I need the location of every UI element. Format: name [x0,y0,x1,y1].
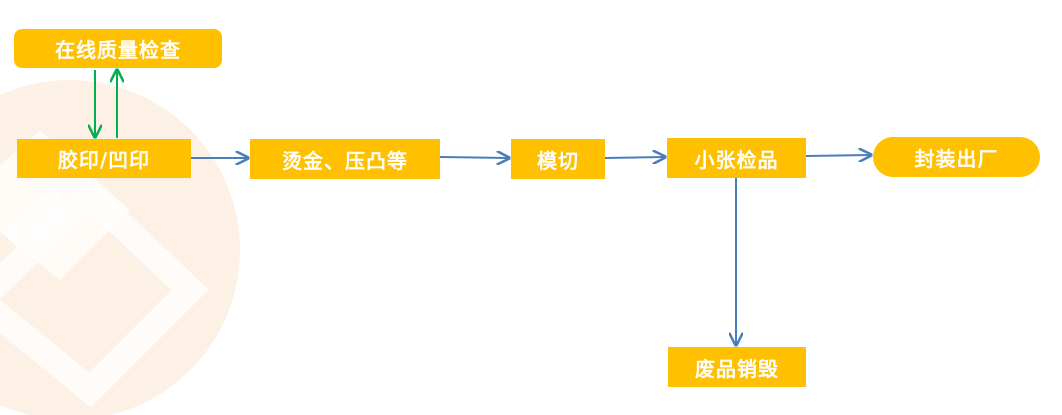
node-die-cut: 模切 [511,139,605,179]
node-online-inspection: 在线质量检查 [14,29,222,68]
arrow-check-to-pack [805,155,871,156]
node-waste-destroy: 废品销毁 [668,347,806,387]
node-sheet-inspection: 小张检品 [667,138,806,178]
node-offset-emboss-print: 胶印/凹印 [17,139,191,178]
node-package-ship: 封装出厂 [873,137,1040,177]
node-hot-stamp-emboss: 烫金、压凸等 [250,139,440,179]
arrow-diecut-to-check [604,157,665,158]
arrow-foil-to-diecut [439,157,509,158]
